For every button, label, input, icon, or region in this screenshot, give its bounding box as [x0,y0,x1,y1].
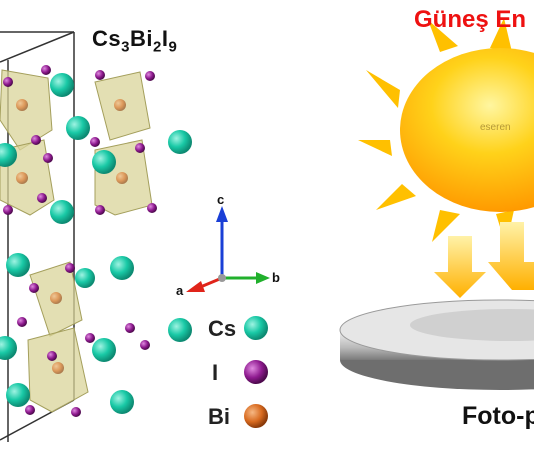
cs-atom [50,200,74,224]
bi-atom [116,172,128,184]
legend-label-bi: Bi [208,404,230,429]
axis-label-b: b [272,270,280,285]
cs-atom [110,256,134,280]
bi-atom [50,292,62,304]
crystal-structure [0,31,270,442]
cs-atom [92,338,116,362]
legend-label-i: I [212,360,219,385]
cs-atom [75,268,95,288]
cs-atom [110,390,134,414]
bi-atom [16,172,28,184]
axis-label-a: a [176,283,184,298]
bi-atom [114,99,126,111]
cs-atom [66,116,90,140]
solar-title: Güneş En [414,6,527,33]
axis-label-c: c [217,192,225,207]
photovoltaic-disc [339,299,534,390]
cs-atom [92,150,116,174]
legend-label-cs: Cs [208,316,237,341]
bi-atom [16,99,28,111]
sun-rays [358,18,514,246]
axis-triad [186,206,270,292]
bi-atoms [16,99,128,374]
cs-atom [50,73,74,97]
cs-atom [6,383,30,407]
solar-illustration [339,18,534,390]
cs-atoms [0,73,192,414]
cs-atom [6,253,30,277]
cs-atom [168,130,192,154]
cs-atom [0,143,17,167]
light-arrows [434,222,534,298]
bi-atom [52,362,64,374]
legend-bi-swatch [244,404,268,428]
cs-atom [168,318,192,342]
device-label: Foto-p [462,402,534,430]
i-atoms [3,65,157,417]
cs-atom [0,336,17,360]
watermark: eseren [480,122,511,133]
crystal-formula: Cs3Bi2I9 [92,26,178,56]
legend-cs-swatch [244,316,268,340]
legend-i-swatch [244,360,268,384]
sun [400,48,534,212]
